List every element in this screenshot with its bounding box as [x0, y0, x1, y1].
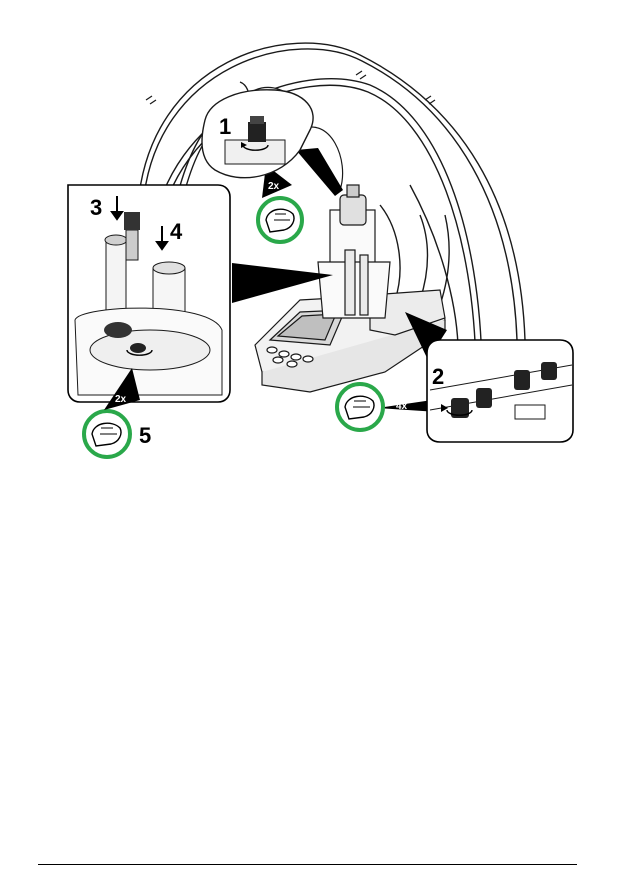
step-1-multiplier: 2x — [268, 181, 280, 192]
step-4-label: 4 — [170, 219, 183, 244]
step-1-label: 1 — [219, 114, 231, 139]
step-5-multiplier: 2x — [115, 394, 127, 405]
step-2-label: 2 — [432, 364, 444, 389]
hand-tighten-icon — [84, 411, 130, 457]
step-2-multiplier: 4x — [396, 401, 408, 412]
footer-rule — [38, 864, 577, 865]
step-5-label: 5 — [139, 423, 151, 448]
hand-tighten-icon — [258, 198, 302, 242]
detail-panel-right — [427, 340, 573, 442]
step-3-label: 3 — [90, 195, 102, 220]
hand-tighten-icon — [337, 384, 383, 430]
